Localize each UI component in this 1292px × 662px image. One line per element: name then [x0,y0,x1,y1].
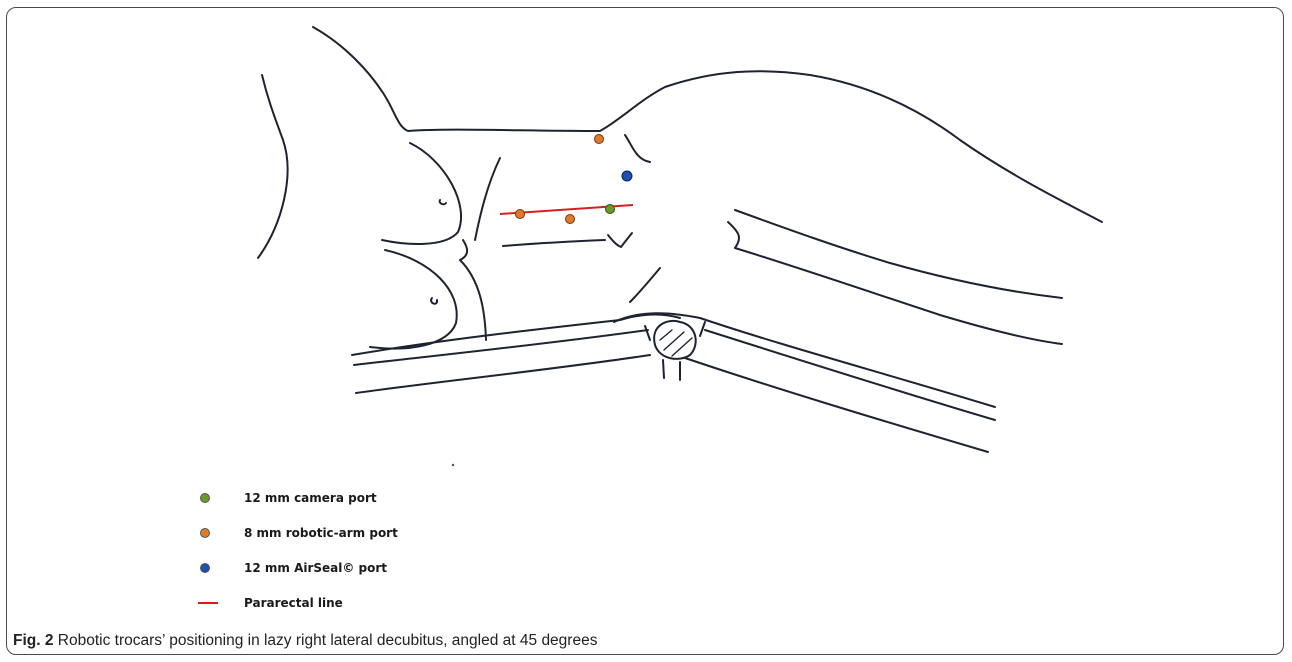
legend-label: Pararectal line [244,596,343,610]
figure-caption: Fig. 2 Robotic trocars’ positioning in l… [13,632,597,650]
camera-port-marker [606,205,615,214]
arm-contour [258,75,288,258]
airseal-port-marker [622,171,632,181]
table-right-top [700,318,995,407]
thigh-contour [735,210,1062,298]
figure-label: Fig. 2 [13,632,53,649]
green-dot-icon [200,493,210,503]
breast-lower-contour [370,250,457,349]
breast-upper-contour [382,143,461,244]
robotic-arm-port-marker [516,210,525,219]
orange-dot-icon [200,528,210,538]
torso-upper-contour [313,27,1102,222]
legend-label: 12 mm AirSeal© port [244,561,387,575]
robotic-arm-port-marker [566,215,575,224]
blue-dot-icon [200,563,210,573]
red-line-icon [198,602,218,604]
figure-caption-text: Robotic trocars’ positioning in lazy rig… [58,632,598,649]
legend-label: 12 mm camera port [244,491,377,505]
robotic-arm-port-marker [595,135,604,144]
legend-label: 8 mm robotic-arm port [244,526,398,540]
